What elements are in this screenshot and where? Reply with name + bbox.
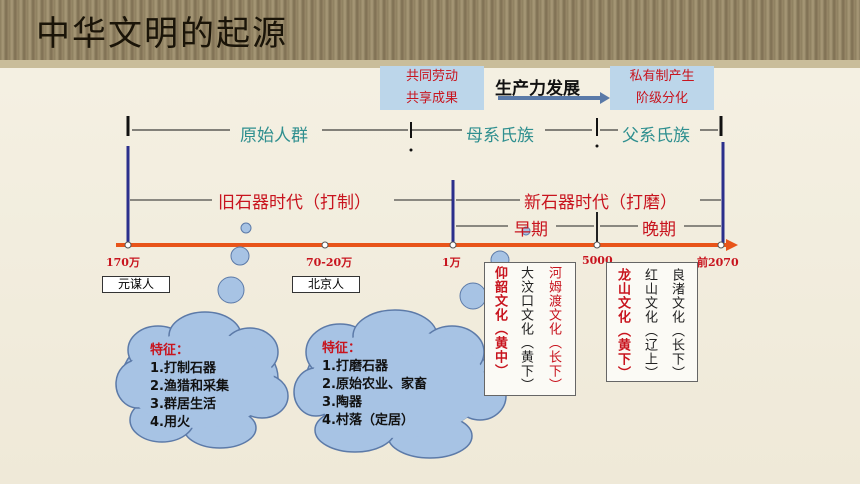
culture-region: （黄中）: [492, 322, 507, 378]
culture-yangshao: 仰韶文化（黄中）: [491, 266, 507, 378]
box-line-2: 阶级分化: [635, 91, 688, 106]
culture-name: 龙山文化: [615, 268, 630, 324]
cloud-item: 1.打制石器: [150, 361, 216, 376]
box-line-2: 共享成果: [405, 91, 458, 106]
culture-region: （长下）: [546, 336, 561, 392]
bubble-dot-large: [217, 276, 245, 304]
tick-label-3: 1万: [442, 256, 461, 269]
late-cultures-box: [606, 262, 698, 382]
bubble-dot-small-2: [521, 226, 531, 236]
cloud-heading: 特征：: [150, 343, 190, 358]
productivity-label: 生产力发展: [495, 79, 580, 99]
culture-region: （黄下）: [518, 336, 533, 392]
culture-liangzhu: 良渚文化（长下）: [668, 268, 684, 380]
box-private-ownership: 私有制产生 阶级分化: [610, 66, 714, 110]
tick-dot-3: [449, 241, 457, 249]
cloud-right-text: 特征： 1.打磨石器 2.原始农业、家畜 3.陶器 4.村落（定居）: [322, 340, 427, 430]
cloud-item: 3.陶器: [322, 395, 362, 410]
tick-dot-1: [124, 241, 132, 249]
culture-name: 良渚文化: [669, 268, 684, 324]
cloud-heading: 特征：: [322, 341, 362, 356]
culture-name: 红山文化: [642, 268, 657, 324]
neolithic-label: 新石器时代（打磨）: [524, 193, 677, 213]
site-yuanmou: 元谋人: [102, 276, 170, 293]
culture-name: 大汶口文化: [518, 266, 533, 336]
timeline-arrow-head: [726, 239, 738, 251]
culture-region: （黄下）: [615, 324, 630, 380]
cloud-right-fill: [310, 330, 486, 438]
stage-dot-2: [595, 144, 599, 148]
bubble-dot-large-2: [459, 282, 487, 310]
productivity-arrow-head: [600, 92, 610, 104]
late-label: 晚期: [642, 220, 676, 240]
cloud-item: 4.村落（定居）: [322, 413, 414, 428]
early-cultures-box: [484, 262, 576, 396]
tick-label-2: 70-20万: [306, 256, 353, 269]
tick-dot-2: [321, 241, 329, 249]
cloud-item: 3.群居生活: [150, 397, 216, 412]
stage-patriarchal: 父系氏族: [622, 126, 690, 146]
bubble-dot-medium: [230, 246, 250, 266]
title-banner-edge: [0, 60, 860, 68]
early-label: 早期: [514, 220, 548, 240]
stage-primitive-group: 原始人群: [240, 126, 308, 146]
culture-dawenkou: 大汶口文化（黄下）: [517, 266, 533, 392]
cloud-item: 4.用火: [150, 415, 190, 430]
tick-dot-4: [593, 241, 601, 249]
paleolithic-label: 旧石器时代（打制）: [218, 193, 371, 213]
culture-hemudu: 河姆渡文化（长下）: [545, 266, 561, 392]
box-line-1: 私有制产生: [629, 69, 695, 84]
tick-label-5: 前2070: [697, 256, 739, 269]
cloud-left-text: 特征： 1.打制石器 2.渔猎和采集 3.群居生活 4.用火: [150, 342, 229, 432]
culture-longshan: 龙山文化（黄下）: [614, 268, 630, 380]
culture-region: （辽上）: [642, 324, 657, 380]
cloud-item: 2.渔猎和采集: [150, 379, 229, 394]
stage-dot-1: [409, 148, 413, 152]
culture-name: 仰韶文化: [492, 266, 507, 322]
culture-hongshan: 红山文化（辽上）: [641, 268, 657, 380]
culture-name: 河姆渡文化: [546, 266, 561, 336]
tick-dot-5: [717, 241, 725, 249]
cloud-item: 2.原始农业、家畜: [322, 377, 427, 392]
title-banner: [0, 0, 860, 60]
page-title: 中华文明的起源: [36, 14, 288, 54]
site-peking: 北京人: [292, 276, 360, 293]
box-line-1: 共同劳动: [405, 69, 458, 84]
tick-label-1: 170万: [106, 256, 140, 269]
box-cooperative-labor: 共同劳动 共享成果: [380, 66, 484, 110]
cloud-left-fill: [126, 332, 274, 428]
culture-region: （长下）: [669, 324, 684, 380]
tick-label-4: 5000: [582, 254, 613, 267]
cloud-item: 1.打磨石器: [322, 359, 388, 374]
bubble-dot-small: [240, 222, 252, 234]
stage-matriarchal: 母系氏族: [466, 126, 534, 146]
